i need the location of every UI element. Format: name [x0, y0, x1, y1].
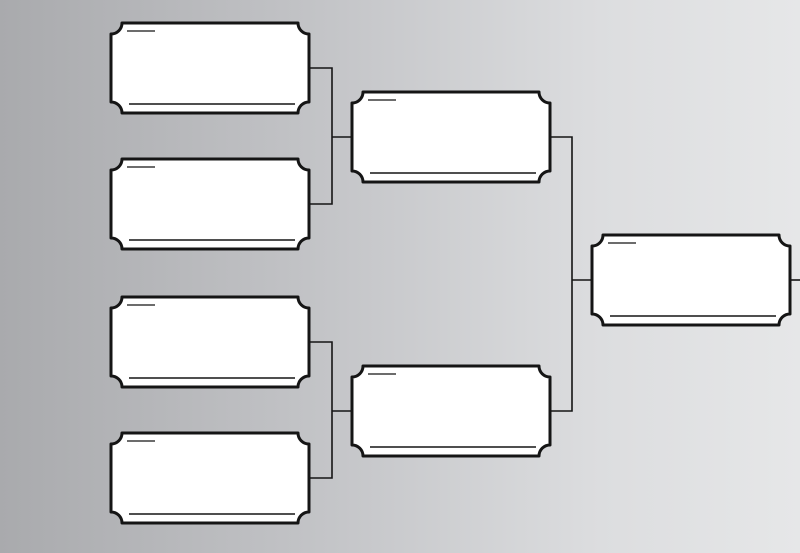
bracket-slot-r1-2 — [109, 157, 311, 251]
bracket-slot-r2-2 — [350, 364, 552, 458]
bracket-slot-r1-3 — [109, 295, 311, 389]
bracket-slot-r1-1 — [109, 21, 311, 115]
bracket-slot-r3-1 — [590, 233, 792, 327]
connector-r1-top — [309, 67, 352, 205]
connector-r1-bottom — [309, 341, 352, 479]
bracket-slot-r1-4 — [109, 431, 311, 525]
bracket-connectors — [309, 67, 800, 479]
bracket-slot-r2-1 — [350, 90, 552, 184]
connector-r2 — [550, 136, 592, 412]
bracket-slots — [109, 21, 792, 525]
